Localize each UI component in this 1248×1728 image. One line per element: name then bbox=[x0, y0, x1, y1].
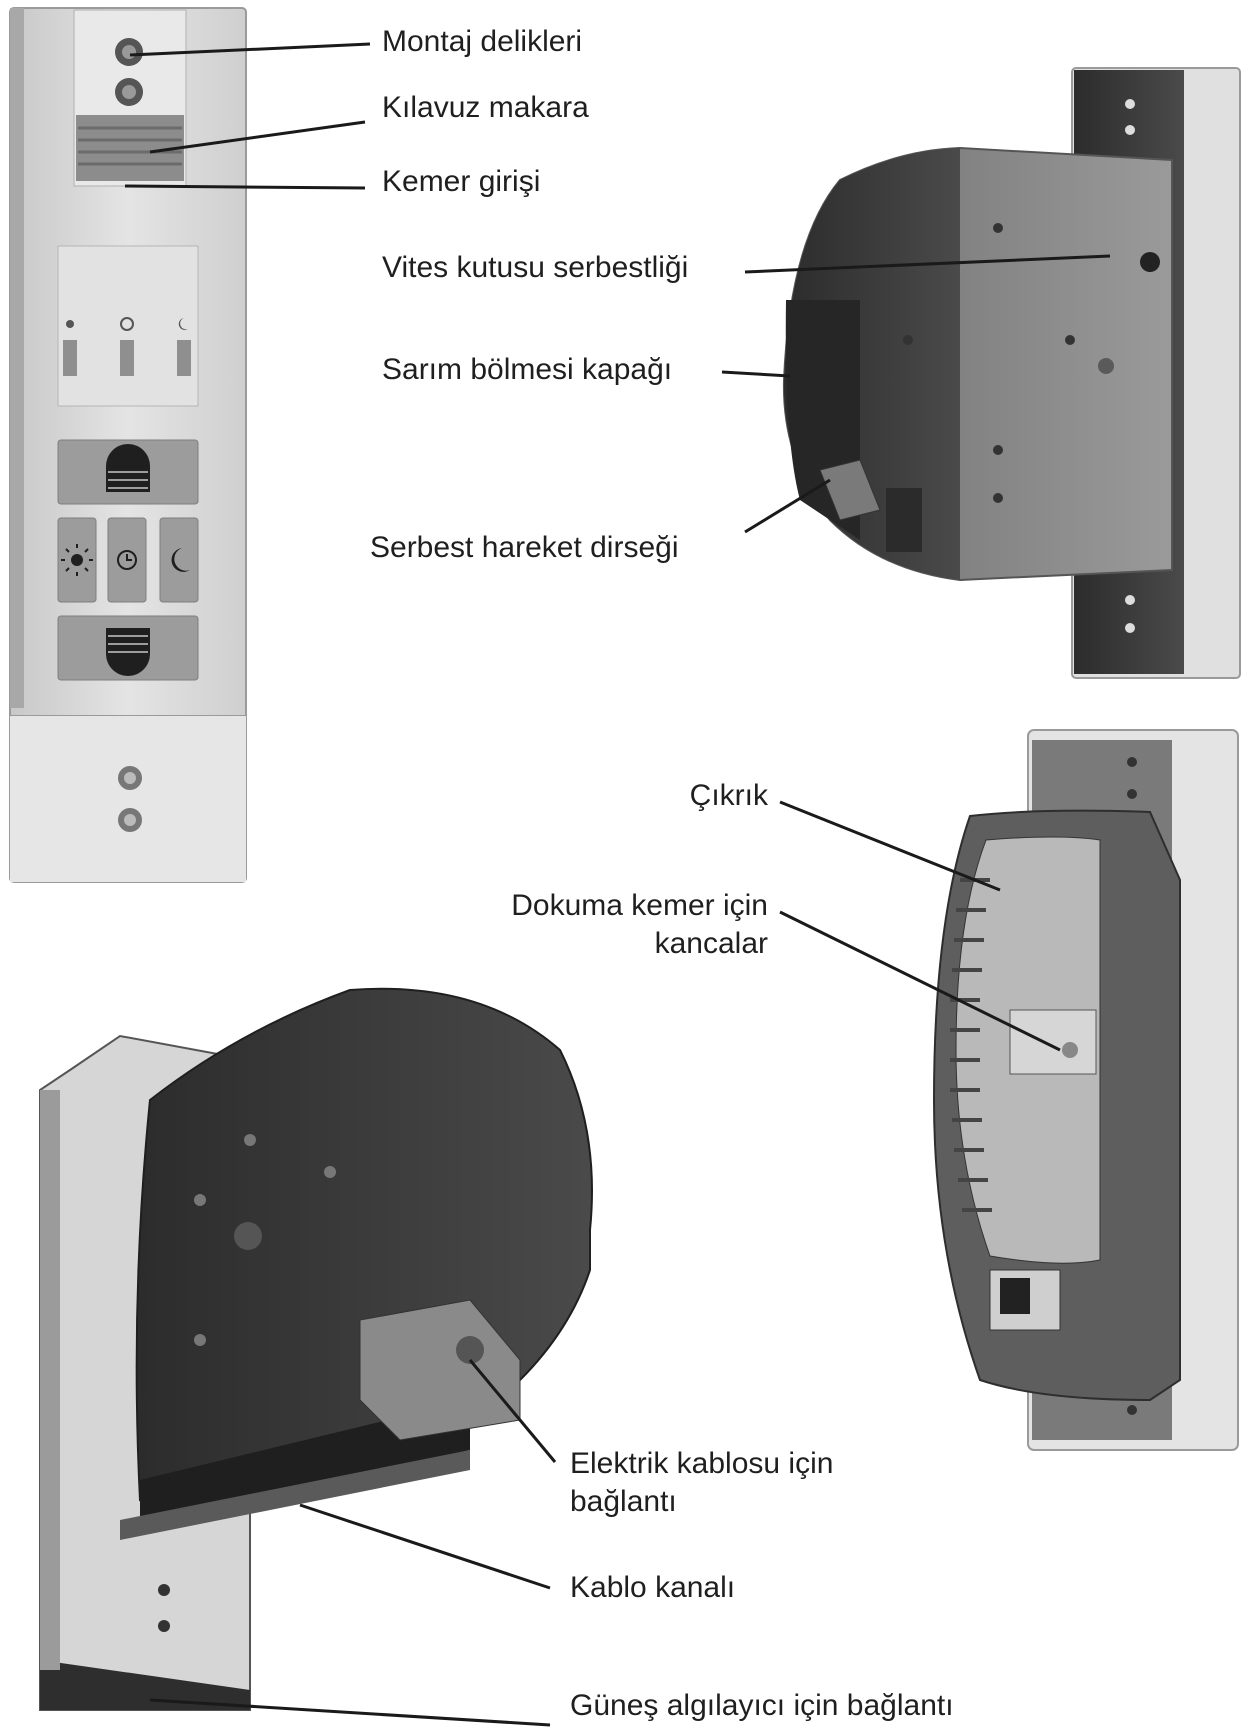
label-guide-roller: Kılavuz makara bbox=[382, 91, 589, 124]
label-free-motion-bracket: Serbest hareket dirseği bbox=[370, 531, 679, 564]
rear-view-closed bbox=[782, 67, 1241, 679]
front-view-unit bbox=[9, 7, 247, 883]
clock-button[interactable] bbox=[107, 517, 147, 603]
leader-lines bbox=[124, 42, 1111, 1727]
moon-icon bbox=[171, 548, 190, 572]
label-mounting-holes: Montaj delikleri bbox=[382, 25, 583, 58]
mounting-hole bbox=[158, 1620, 170, 1632]
label-winch: Çıkrık bbox=[689, 779, 768, 812]
label-power-cable-line1: Elektrik kablosu için bbox=[570, 1447, 834, 1480]
mounting-hole bbox=[115, 38, 143, 66]
label-sun-sensor: Güneş algılayıcı için bağlantı bbox=[570, 1689, 954, 1722]
free-motion-bracket bbox=[819, 459, 881, 521]
guide-roller bbox=[76, 115, 184, 181]
up-button[interactable] bbox=[57, 439, 199, 505]
moon-button[interactable] bbox=[159, 517, 199, 603]
mounting-hole bbox=[158, 1584, 170, 1596]
moon-indicator bbox=[177, 318, 191, 376]
mounting-hole bbox=[118, 808, 142, 832]
mounting-hole bbox=[118, 766, 142, 790]
label-cable-channel: Kablo kanalı bbox=[570, 1571, 736, 1604]
sun-button[interactable] bbox=[57, 517, 97, 603]
label-power-cable-line2: bağlantı bbox=[570, 1485, 677, 1518]
label-belt-hooks-line2: kancalar bbox=[654, 927, 768, 960]
label-belt-entry: Kemer girişi bbox=[382, 165, 541, 198]
mounting-hole bbox=[115, 78, 143, 106]
down-button[interactable] bbox=[57, 615, 199, 681]
label-winding-cover: Sarım bölmesi kapağı bbox=[382, 353, 673, 386]
label-gearbox-release: Vites kutusu serbestliği bbox=[382, 251, 689, 284]
cable-channel bbox=[120, 1450, 470, 1540]
clock-icon bbox=[117, 550, 137, 570]
open-view-winch bbox=[932, 729, 1239, 1451]
belt-hook bbox=[1009, 1009, 1097, 1075]
clock-indicator bbox=[120, 317, 134, 376]
gearbox-release-hole bbox=[1140, 252, 1160, 272]
sun-indicator bbox=[63, 320, 77, 376]
perspective-rear-view bbox=[39, 987, 593, 1711]
label-belt-hooks-line1: Dokuma kemer için bbox=[511, 889, 768, 922]
sun-icon bbox=[71, 554, 83, 566]
